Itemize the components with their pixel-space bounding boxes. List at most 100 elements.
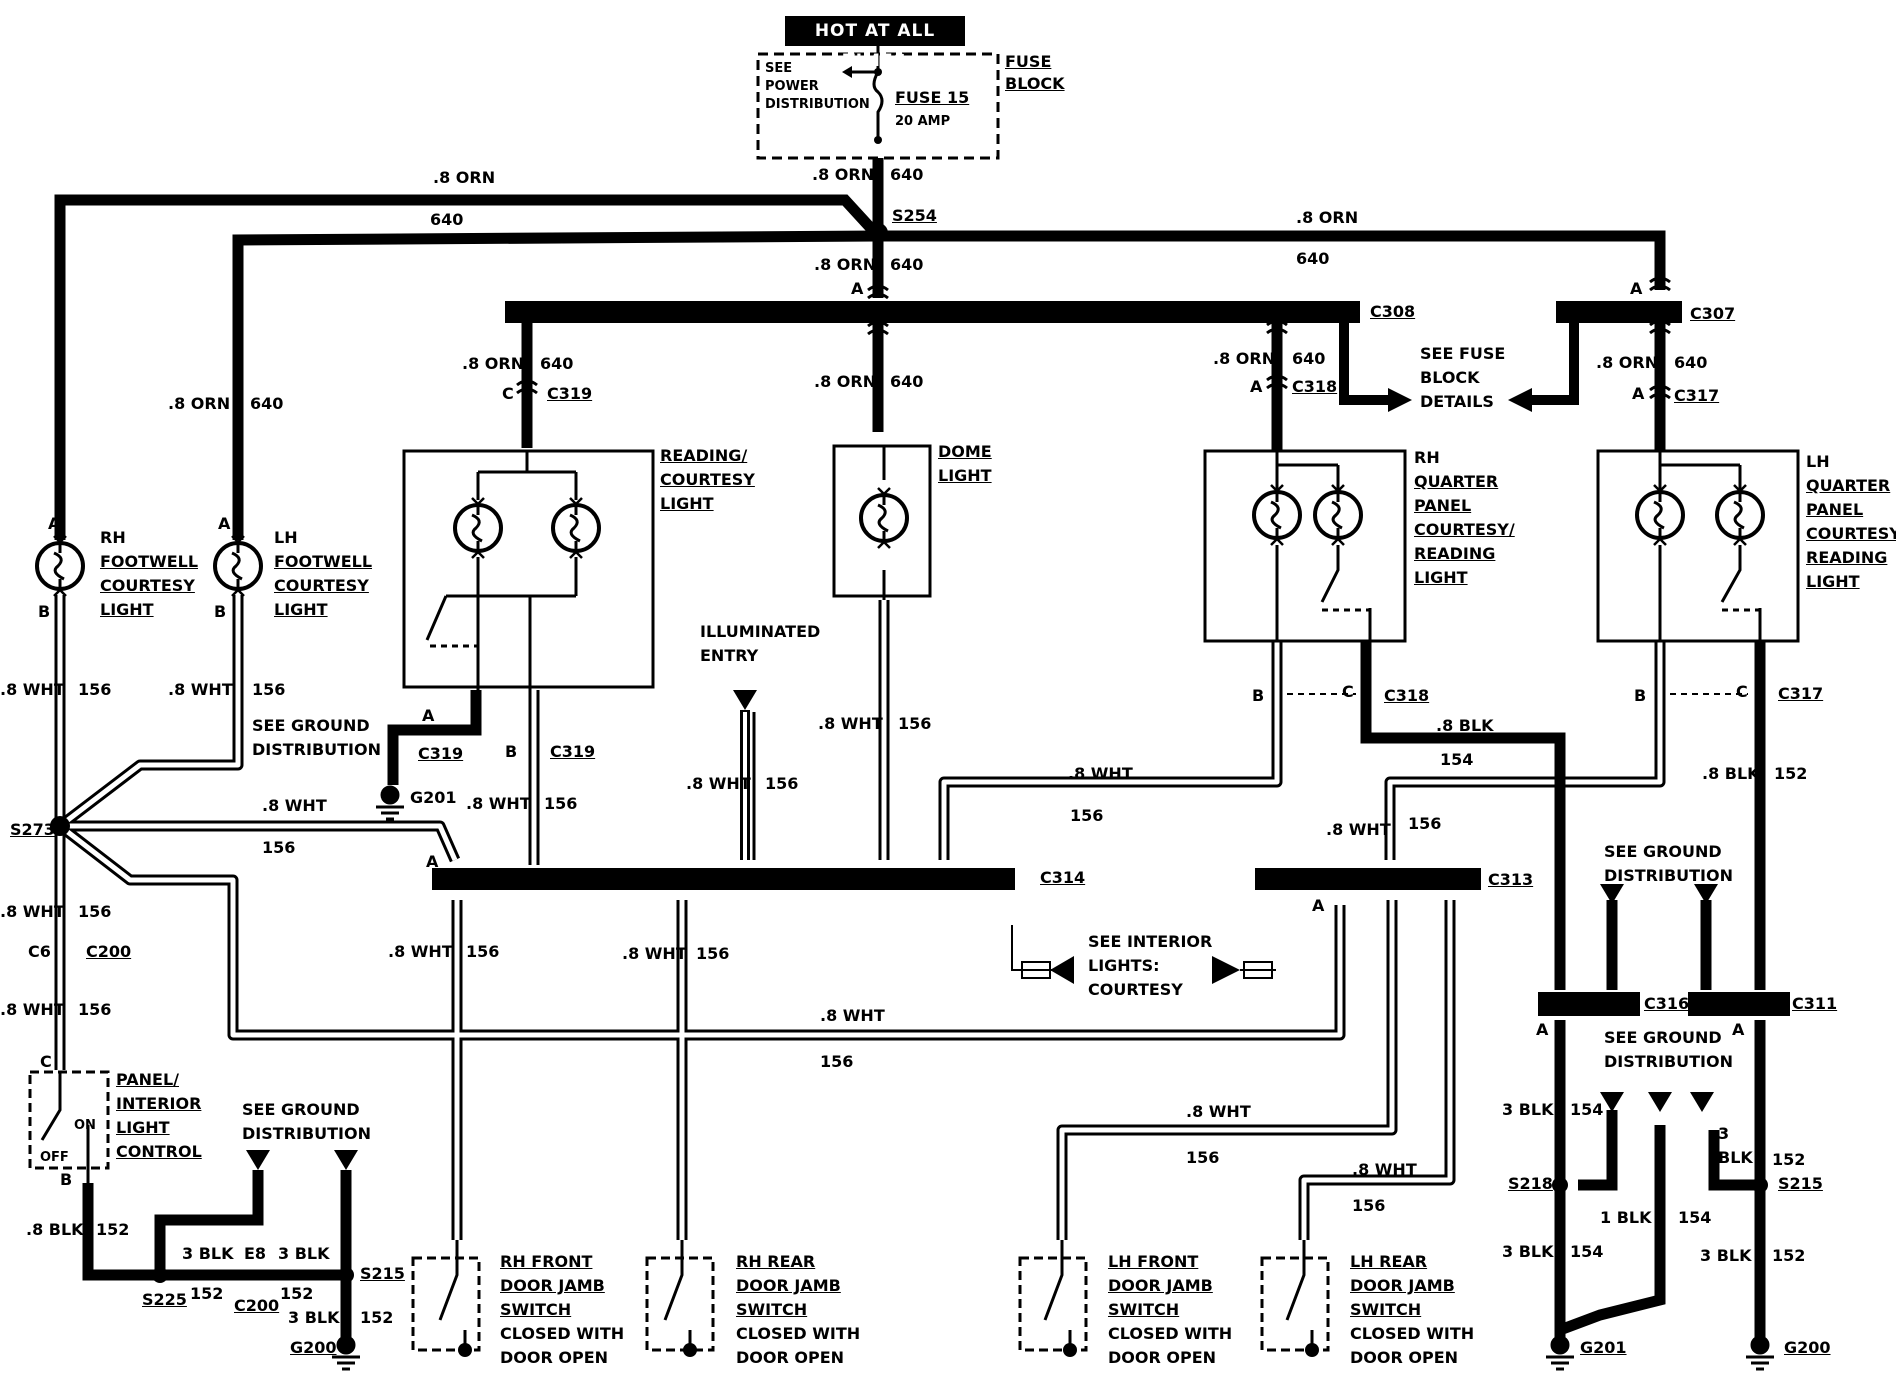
see-power-3: DISTRIBUTION	[765, 97, 870, 112]
illuminated-entry-1: ILLUMINATED	[700, 622, 821, 641]
rh-quarter-label-3: PANEL	[1414, 496, 1472, 515]
s273-splice-dot	[50, 816, 70, 836]
pin-a: A	[1312, 896, 1325, 915]
pin-c: C	[40, 1052, 52, 1071]
lh-quarter-label-2: QUARTER	[1806, 476, 1891, 495]
see-power-2: POWER	[765, 79, 819, 94]
wire-label: .8 WHT	[1326, 820, 1391, 839]
lh-quarter-label-1: LH	[1806, 452, 1830, 471]
wire-label: .8 BLK	[1702, 764, 1760, 783]
c311-label: C311	[1792, 994, 1838, 1013]
rh-rear-switch-4: CLOSED WITH	[736, 1324, 861, 1343]
wire-label: 156	[1186, 1148, 1220, 1167]
switch-off-label: OFF	[40, 1150, 69, 1165]
wire-label: 640	[250, 394, 284, 413]
wire-label: 640	[1674, 353, 1708, 372]
c311-connector-bar	[1688, 992, 1790, 1016]
e8-label: E8	[244, 1244, 267, 1263]
wire-label: .8 WHT	[622, 944, 687, 963]
g200-label: G200	[1784, 1338, 1831, 1357]
g201-label: G201	[1580, 1338, 1627, 1357]
see-ground-1: SEE GROUND	[1604, 842, 1722, 861]
lh-rear-switch-2: DOOR JAMB	[1350, 1276, 1455, 1295]
dome-label-1: DOME	[938, 442, 992, 461]
wire-label: 3 BLK	[1502, 1100, 1554, 1119]
lh-front-switch-5: DOOR OPEN	[1108, 1348, 1217, 1367]
wire-label: 156	[466, 942, 500, 961]
wht-156-wires	[54, 595, 1666, 1240]
wire-label: 152	[96, 1220, 130, 1239]
wire-label: 154	[1440, 750, 1474, 769]
wire-label: .8 ORN	[1296, 208, 1359, 227]
see-ground-1: SEE GROUND	[252, 716, 370, 735]
wire-label: .8 WHT	[818, 714, 883, 733]
wire-label: 640	[1296, 249, 1330, 268]
reading-courtesy-label-3: LIGHT	[660, 494, 714, 513]
c313-connector-bar	[1255, 868, 1481, 890]
wire-label: 156	[1408, 814, 1442, 833]
s273-label: S273	[10, 820, 55, 839]
wire-label: 154	[1570, 1100, 1604, 1119]
pin-a: A	[851, 279, 864, 298]
rh-rear-switch-3: SWITCH	[736, 1300, 808, 1319]
s254-splice-dot	[868, 223, 888, 243]
connector-pins	[516, 276, 1671, 400]
s254-label: S254	[892, 206, 937, 225]
pin-c: C	[1342, 682, 1354, 701]
ground-symbols	[332, 785, 1774, 1371]
wire-label: 154	[1678, 1208, 1712, 1227]
wire-label: 156	[1070, 806, 1104, 825]
wire-label: 156	[696, 944, 730, 963]
wire-label: 156	[765, 774, 799, 793]
wire-label: .8 WHT	[466, 794, 531, 813]
c316-label: C316	[1644, 994, 1690, 1013]
rh-front-switch-1: RH FRONT	[500, 1252, 593, 1271]
c307-label: C307	[1690, 304, 1736, 323]
pin-c: C	[502, 384, 514, 403]
c200-label: C200	[234, 1296, 280, 1315]
rh-footwell-label-2: FOOTWELL	[100, 552, 199, 571]
interior-lights-symbol	[1011, 925, 1276, 979]
switch-on-label: ON	[74, 1118, 96, 1133]
wire-label: 152	[1774, 764, 1808, 783]
see-ground-1: SEE GROUND	[1604, 1028, 1722, 1047]
c314-label: C314	[1040, 868, 1086, 887]
wire-label: .8 WHT	[0, 680, 65, 699]
wire-label: 156	[78, 902, 112, 921]
wire-label: 156	[898, 714, 932, 733]
pin-a: A	[1536, 1020, 1549, 1039]
wire-label: 3 BLK	[182, 1244, 234, 1263]
rh-footwell-label-4: LIGHT	[100, 600, 154, 619]
wire-label: .8 ORN	[814, 372, 877, 391]
lh-quarter-label-4: COURTESY/	[1806, 524, 1896, 543]
wire-label: .8 ORN	[1596, 353, 1659, 372]
wire-label: .8 WHT	[388, 942, 453, 961]
lh-quarter-label-6: LIGHT	[1806, 572, 1860, 591]
c313-label: C313	[1488, 870, 1534, 889]
wire-label: 156	[252, 680, 286, 699]
wire-label: 640	[1292, 349, 1326, 368]
see-ground-2: DISTRIBUTION	[1604, 866, 1733, 885]
rh-footwell-label-3: COURTESY	[100, 576, 195, 595]
lh-front-switch-4: CLOSED WITH	[1108, 1324, 1233, 1343]
see-fuse-block-1: SEE FUSE	[1420, 344, 1506, 363]
wire-label: 1 BLK	[1600, 1208, 1652, 1227]
wire-label: 152	[360, 1308, 394, 1327]
pin-a: A	[218, 514, 231, 533]
wire-label: .8 WHT	[168, 680, 233, 699]
rh-footwell-label-1: RH	[100, 528, 126, 547]
lh-footwell-label-2: FOOTWELL	[274, 552, 373, 571]
wire-label: .8 ORN	[1213, 349, 1276, 368]
pin-a: A	[1250, 377, 1263, 396]
c307-connector-bar	[1556, 301, 1682, 323]
see-ground-2: DISTRIBUTION	[242, 1124, 371, 1143]
wire-label: 152	[280, 1284, 314, 1303]
hot-at-all-times-label: HOT AT ALL TIMES	[785, 16, 965, 71]
c308-label: C308	[1370, 302, 1416, 321]
wire-label: .8 WHT	[1068, 764, 1133, 783]
wire-label: 156	[820, 1052, 854, 1071]
wire-label: .8 WHT	[820, 1006, 885, 1025]
wire-label: 3 BLK	[278, 1244, 330, 1263]
rh-quarter-label-1: RH	[1414, 448, 1440, 467]
